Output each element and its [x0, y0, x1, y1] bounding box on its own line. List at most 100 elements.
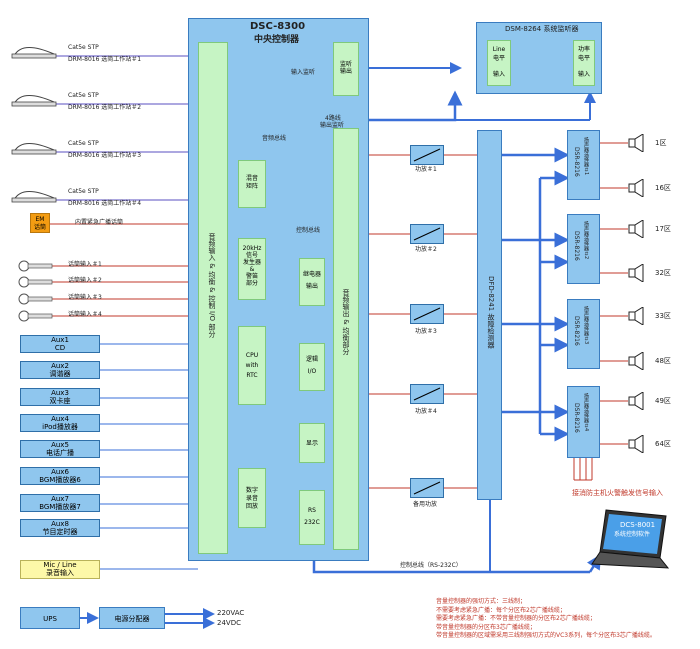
input-section: 音频输入 & 均衡 & 控制 I/O 部分: [198, 42, 228, 554]
amp-2-icon: [410, 224, 444, 244]
amp-spare-label: 备用功放: [413, 501, 438, 508]
note-2: 不需要考虑紧急广播：每个分区布2芯广播线缆；: [436, 606, 566, 614]
mic-icon: [18, 310, 53, 322]
output-section: 音频输出 & 均衡部分: [333, 128, 359, 550]
zone-16-label: 16区: [655, 184, 671, 192]
station-2-cable: Cat5e STP: [68, 92, 99, 99]
speaker-icon: [628, 134, 644, 152]
aux-4-name: Aux4: [51, 415, 69, 423]
dsr-3-model: DSR-8216: [573, 316, 580, 346]
mic-input-3-label: 话筒输入＃3: [68, 294, 102, 301]
station-4-cable: Cat5e STP: [68, 188, 99, 195]
aux-3-name: Aux3: [51, 389, 69, 397]
amp-1-icon: [410, 145, 444, 165]
system-monitor: DSM-8264 系统监听器 Line 电平 输入 功率 电平 输入: [476, 22, 602, 94]
em-label: EM: [35, 216, 45, 223]
amp-3-icon: [410, 304, 444, 324]
speaker-selector-4: DSR-8216 扬声器选择器＃4: [567, 386, 600, 458]
logic-l2: I/O: [307, 368, 317, 375]
gen-l3: 发生器: [242, 259, 261, 266]
dsr-2-sub: 扬声器选择器＃2: [583, 221, 589, 260]
logic-io-block: 逻辑 I/O: [299, 343, 325, 391]
cpu-block: CPU with RTC: [238, 326, 266, 405]
fire-signal-label: 接消防主机火警触发信号输入: [572, 489, 663, 497]
amp-3-label: 功放＃3: [415, 328, 437, 335]
amp-4-label: 功放＃4: [415, 408, 437, 415]
em-line-label: 内置紧急广播话筒: [75, 219, 124, 226]
monitor-title: DSM-8264 系统监听器: [505, 25, 579, 33]
mic-icon: [18, 293, 53, 305]
monitor-out-l1: 监听: [339, 61, 352, 68]
station-1-icon: [11, 47, 57, 59]
speaker-icon: [628, 179, 644, 197]
station-4-label: DRM-8016 选简工作站＃4: [68, 200, 142, 207]
mixer-matrix-block: 混音 矩阵: [238, 160, 266, 208]
display-block: 显示: [299, 423, 325, 463]
mic-input-2-label: 话筒输入＃2: [68, 277, 102, 284]
speaker-icon: [628, 352, 644, 370]
speaker-icon: [628, 264, 644, 282]
monitor-right-l3: 输入: [577, 71, 590, 78]
cpu-l2: with: [245, 362, 259, 369]
zone-64-label: 64区: [655, 440, 671, 448]
monitor-right-l1: 功率: [577, 46, 590, 53]
relay-l1: 继电器: [302, 271, 321, 278]
station-1-label: DRM-8016 选简工作站＃1: [68, 56, 142, 63]
laptop-label-2: 系统控制软件: [614, 531, 651, 538]
audio-bus-label: 音频总线: [262, 135, 287, 142]
station-4-icon: [11, 191, 57, 203]
input-section-label: 音频输入 & 均衡 & 控制 I/O 部分: [208, 233, 216, 338]
station-3-icon: [11, 143, 57, 155]
relay-l2: 输出: [305, 283, 318, 290]
gen-l1: 20kHz: [242, 245, 262, 252]
dsr-2-model: DSR-8216: [573, 231, 580, 261]
zone-17-label: 17区: [655, 225, 671, 233]
mixer-l1: 混音: [245, 175, 258, 182]
input-monitor-label: 输入监听: [291, 69, 316, 76]
rec-l2: 录音: [245, 495, 258, 502]
monitor-out-l2: 输出: [339, 68, 352, 75]
aux-8-name: Aux8: [51, 520, 69, 528]
power-dist-box: 电源分配器: [99, 607, 165, 629]
aux-7-sub: BGM播放器7: [39, 503, 81, 511]
speaker-icon: [628, 307, 644, 325]
fault-detector: DFD-8241 故障检测器: [477, 130, 502, 500]
aux-5-sub: 电话广播: [46, 449, 74, 457]
zone-49-label: 49区: [655, 397, 671, 405]
note-4: 带音量控制器的分区布3芯广播线缆；: [436, 623, 536, 631]
cpu-l1: CPU: [245, 352, 259, 359]
station-3-cable: Cat5e STP: [68, 140, 99, 147]
monitor-out-block: 监听 输出: [333, 42, 359, 96]
dsr-4-sub: 扬声器选择器＃4: [583, 393, 589, 432]
em-mic-box: EM 话筒: [30, 213, 50, 233]
monitor-left-l2: 电平: [492, 55, 505, 62]
aux-5-name: Aux5: [51, 441, 69, 449]
output-section-label: 音频输出 & 均衡部分: [342, 289, 350, 355]
gen-l4: &: [249, 266, 255, 273]
signal-generator-block: 20kHz 信号 发生器 & 警笛 部分: [238, 238, 266, 300]
dsr-1-sub: 扬声器选择器＃1: [583, 137, 589, 176]
zone-33-label: 33区: [655, 312, 671, 320]
amp-4-icon: [410, 384, 444, 404]
mic-line-l1: Mic / Line: [43, 561, 77, 569]
dsr-3-sub: 扬声器选择器＃3: [583, 306, 589, 345]
gen-l2: 信号: [245, 252, 258, 259]
dsr-4-model: DSR-8216: [573, 403, 580, 433]
speaker-selector-2: DSR-8216 扬声器选择器＃2: [567, 214, 600, 284]
gen-l5: 警笛: [245, 273, 258, 280]
controller-model: DSC-8300: [250, 21, 306, 32]
rs232-block: RS 232C: [299, 490, 325, 545]
rs-l1: RS: [308, 507, 316, 514]
aux-1-sub: CD: [54, 344, 66, 352]
amp-1-label: 功放＃1: [415, 166, 437, 173]
station-3-label: DRM-8016 选简工作站＃3: [68, 152, 142, 159]
monitor-left-l3: 输入: [492, 71, 505, 78]
